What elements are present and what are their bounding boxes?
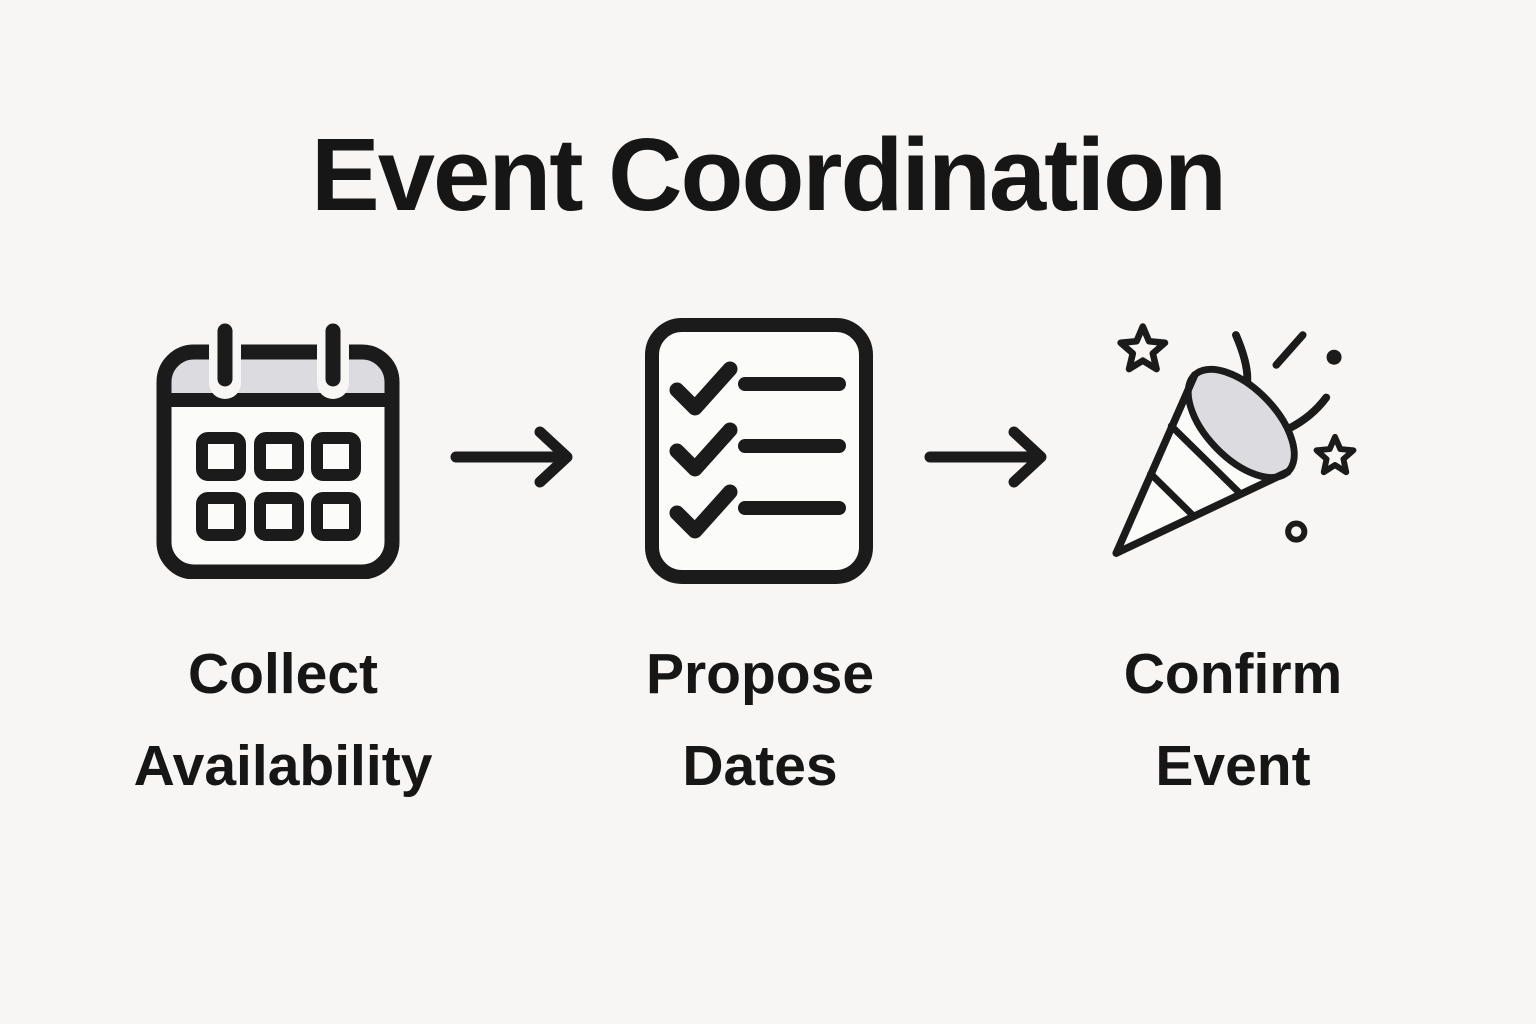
calendar-icon [156,323,400,579]
step-label-line: Confirm [1123,642,1343,706]
step-label-collect-availability: Collect Availability [53,628,513,812]
party-popper-icon [1112,323,1357,557]
step-label-propose-dates: Propose Dates [560,628,960,812]
step-label-line: Collect [187,642,379,706]
step-label-line: Propose [645,642,875,706]
step-label-line: Event [1155,734,1311,798]
page-title: Event Coordination [311,117,1227,232]
step-label-confirm-event: Confirm Event [1033,628,1433,812]
arrow-right-icon [450,426,573,488]
arrow-right-icon [924,426,1047,488]
step-label-line: Availability [133,734,433,798]
checklist-icon [645,318,873,584]
step-label-line: Dates [682,734,838,798]
